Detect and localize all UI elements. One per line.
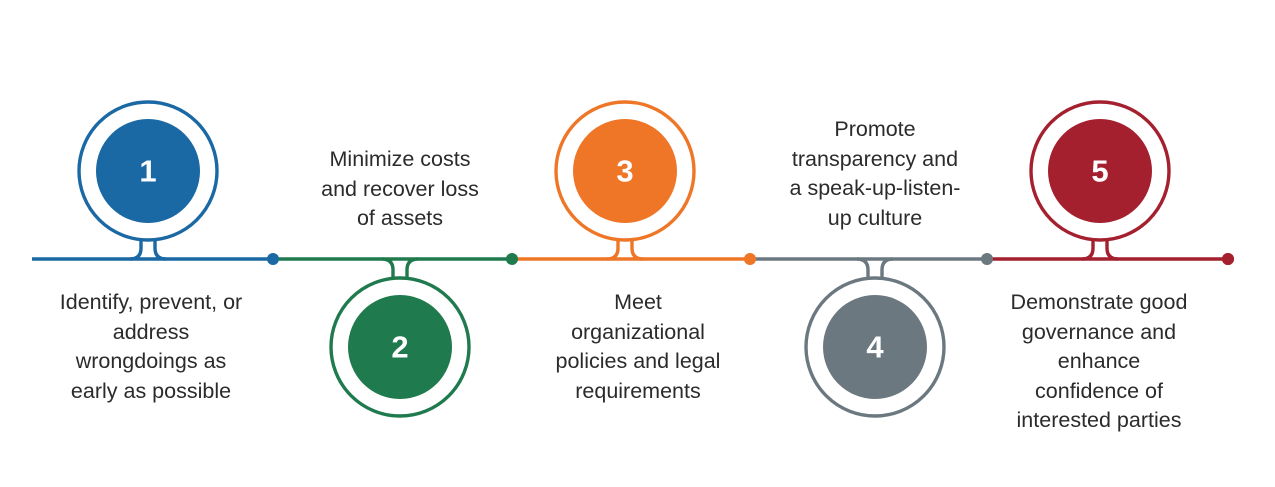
stem-left-3 <box>606 240 620 261</box>
node-disc-4 <box>823 295 927 399</box>
step-node-3[interactable]: 3 <box>554 100 696 242</box>
step-node-5[interactable]: 5 <box>1029 100 1171 242</box>
node-disc-5 <box>1048 119 1152 223</box>
step-caption-3: Meet organizational policies and legal r… <box>555 290 721 403</box>
stem-right-3 <box>630 240 644 261</box>
step-node-4[interactable]: 4 <box>804 276 946 418</box>
step-nodes: 1 2 3 4 5 <box>77 100 1171 418</box>
stem-right-2 <box>405 257 419 278</box>
step-node-2[interactable]: 2 <box>329 276 471 418</box>
stem-left-5 <box>1081 240 1095 261</box>
junction-dot-2 <box>506 253 518 265</box>
node-number-1: 1 <box>139 154 156 189</box>
step-caption-2: Minimize costs and recover loss of asset… <box>321 147 479 230</box>
node-disc-3 <box>573 119 677 223</box>
junction-dots <box>267 253 1234 265</box>
junction-dot-1 <box>267 253 279 265</box>
stem-right-5 <box>1105 240 1119 261</box>
node-stem-connectors <box>129 240 1119 278</box>
step-caption-4: Promote transparency and a speak-up-list… <box>789 117 961 230</box>
node-number-3: 3 <box>616 154 633 189</box>
junction-dot-4 <box>981 253 993 265</box>
stem-left-4 <box>856 257 870 278</box>
stem-right-4 <box>880 257 894 278</box>
node-disc-2 <box>348 295 452 399</box>
node-number-5: 5 <box>1091 154 1108 189</box>
junction-dot-3 <box>744 253 756 265</box>
stem-left-2 <box>381 257 395 278</box>
node-disc-1 <box>96 119 200 223</box>
step-caption-5: Demonstrate good governance and enhance … <box>1010 290 1188 432</box>
stem-right-1 <box>153 240 167 261</box>
axis-end-dot <box>1222 253 1234 265</box>
stem-left-1 <box>129 240 143 261</box>
node-number-2: 2 <box>391 330 408 365</box>
step-node-1[interactable]: 1 <box>77 100 219 242</box>
node-number-4: 4 <box>866 330 884 365</box>
step-caption-1: Identify, prevent, or address wrongdoing… <box>59 290 243 403</box>
